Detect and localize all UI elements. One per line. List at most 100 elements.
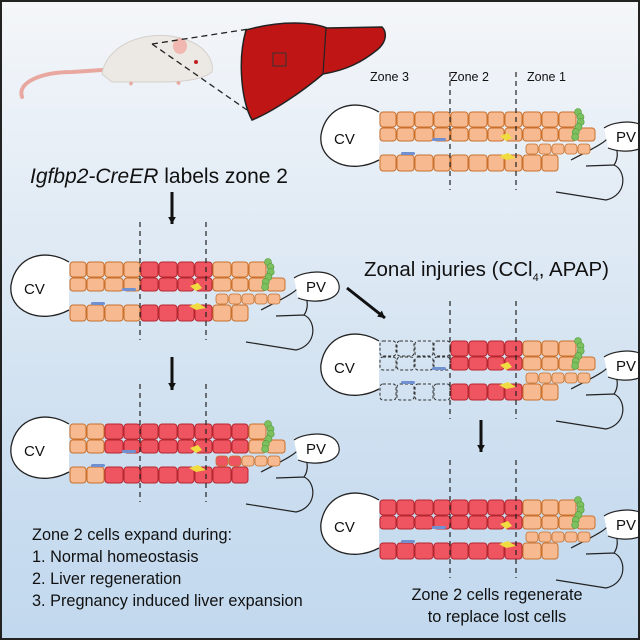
stellate-cell xyxy=(499,382,516,389)
stellate-cell xyxy=(190,445,202,453)
hepatocyte xyxy=(140,304,159,322)
hepatocyte xyxy=(558,340,577,357)
hepatocyte xyxy=(396,383,415,401)
hepatocyte xyxy=(450,111,469,128)
expansion-list: Zone 2 cells expand during: 1. Normal ho… xyxy=(32,524,303,612)
hepatocyte xyxy=(69,466,87,484)
hepatocyte xyxy=(86,423,105,440)
hepatocyte xyxy=(104,261,124,278)
hepatocyte xyxy=(414,356,434,371)
cv-vein xyxy=(320,492,380,555)
pv-label: PV xyxy=(616,129,636,146)
hepatocyte xyxy=(450,383,469,401)
zone2-label: Zone 2 xyxy=(450,70,489,84)
hepatocyte xyxy=(541,515,559,530)
hepatocyte xyxy=(123,304,141,322)
hepatocyte xyxy=(231,423,249,440)
hepatocyte xyxy=(551,143,565,155)
hepatocyte xyxy=(541,542,559,560)
injury-subscript: 4 xyxy=(532,272,539,285)
hepatocyte xyxy=(140,423,159,440)
hepatocyte xyxy=(564,372,578,384)
hepatocyte xyxy=(577,372,591,384)
hepatocyte xyxy=(450,499,469,516)
endothelial-cell xyxy=(432,138,446,141)
hepatocyte xyxy=(433,499,451,516)
regeneration-line1: Zone 2 cells regenerate xyxy=(411,586,583,604)
hepatocyte xyxy=(212,261,232,278)
hepatocyte xyxy=(433,340,451,357)
mouse-foot xyxy=(176,80,181,86)
hepatocyte xyxy=(86,304,105,322)
hepatocyte xyxy=(577,531,591,543)
expansion-item: 1. Normal homeostasis xyxy=(32,548,199,566)
hepatocyte xyxy=(541,383,559,401)
hepatocyte xyxy=(267,455,281,467)
hepatocyte xyxy=(525,531,539,543)
hepatocyte xyxy=(86,277,105,292)
arrow-down-head xyxy=(477,444,485,452)
cholangiocyte xyxy=(261,283,269,291)
hepatocyte xyxy=(396,127,415,142)
endothelial-cell xyxy=(432,367,446,370)
hepatocyte xyxy=(69,277,87,292)
pv-vein xyxy=(603,509,638,540)
hepatocyte xyxy=(504,340,523,357)
hepatocyte xyxy=(158,466,178,484)
pv-label: PV xyxy=(306,279,326,296)
hepatocyte xyxy=(551,531,565,543)
arrow-diagonal xyxy=(346,286,386,320)
hepatocyte xyxy=(69,439,87,454)
hepatocyte xyxy=(396,111,415,128)
endothelial-cell xyxy=(91,302,105,305)
hepatocyte xyxy=(86,261,105,278)
hepatocyte xyxy=(177,423,195,440)
hepatocyte xyxy=(177,277,195,292)
regeneration-line2: to replace lost cells xyxy=(427,608,567,626)
hepatocyte xyxy=(468,356,488,371)
hepatocyte xyxy=(468,111,488,128)
hepatocyte xyxy=(525,372,539,384)
hepatocyte xyxy=(487,499,505,516)
cv-label: CV xyxy=(24,281,45,298)
cholangiocyte xyxy=(571,133,579,141)
hepatocyte xyxy=(104,439,124,454)
hepatocyte xyxy=(522,499,542,516)
hepatocyte xyxy=(450,154,469,172)
endothelial-cell xyxy=(91,464,105,467)
liver-lobe-divider xyxy=(322,27,327,75)
hepatocyte xyxy=(69,304,87,322)
hepatocyte xyxy=(158,277,178,292)
arrow-diagonal-head xyxy=(377,310,385,318)
hepatocyte xyxy=(414,154,434,172)
hepatocyte xyxy=(487,383,505,401)
hepatocyte xyxy=(504,111,523,128)
hepatocyte xyxy=(551,372,565,384)
hepatocyte xyxy=(414,383,434,401)
injury-suffix: , APAP) xyxy=(538,258,609,281)
hepatocyte xyxy=(450,356,469,371)
endothelial-cell xyxy=(401,540,415,543)
hepatocyte xyxy=(228,455,242,467)
cv-label: CV xyxy=(24,443,45,460)
hepatocyte xyxy=(379,356,397,371)
hepatocyte xyxy=(468,340,488,357)
cv-label: CV xyxy=(334,131,355,148)
hepatocyte xyxy=(379,127,397,142)
arrow-down-head xyxy=(168,382,176,390)
expansion-item: 2. Liver regeneration xyxy=(32,570,182,588)
hepatocyte xyxy=(379,154,397,172)
hepatocyte xyxy=(86,439,105,454)
pv-vein xyxy=(603,350,638,381)
hepatocyte xyxy=(177,466,195,484)
hepatocyte xyxy=(254,293,268,305)
hepatocyte xyxy=(379,340,397,357)
hepatocyte xyxy=(522,111,542,128)
hepatocyte xyxy=(396,515,415,530)
hepatocyte xyxy=(414,127,434,142)
hepatocyte xyxy=(433,383,451,401)
hepatocyte xyxy=(379,515,397,530)
hepatocyte xyxy=(248,261,267,278)
